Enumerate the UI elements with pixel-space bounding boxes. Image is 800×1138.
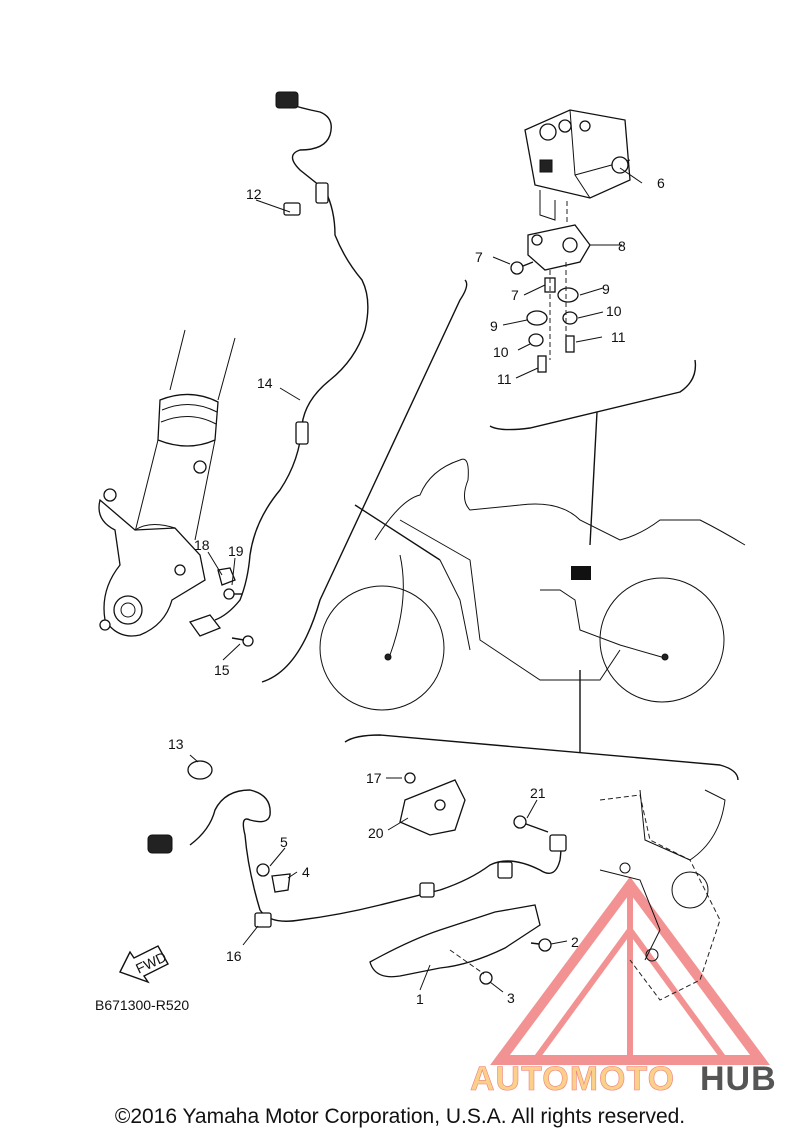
callout-3: 3 (507, 990, 515, 1006)
fwd-arrow-icon: FWD (119, 945, 169, 984)
callout-10a: 10 (493, 344, 509, 360)
callout-11a: 11 (497, 371, 512, 387)
front-fork-illustration (98, 329, 236, 637)
callout-15: 15 (214, 662, 230, 678)
callout-8: 8 (618, 238, 626, 254)
callout-2: 2 (571, 934, 579, 950)
callout-20: 20 (368, 825, 384, 841)
rear-fasteners (256, 815, 549, 893)
callout-6: 6 (657, 175, 665, 191)
callout-7b: 7 (511, 287, 519, 303)
front-sensor-parts (188, 567, 254, 647)
callout-17: 17 (366, 770, 382, 786)
divider-top-right (489, 359, 697, 431)
callout-9a: 9 (490, 318, 498, 334)
watermark-logo (490, 876, 770, 1065)
callout-12: 12 (246, 186, 262, 202)
callout-4: 4 (302, 864, 310, 880)
callout-9b: 9 (602, 281, 610, 297)
rear-brake-caliper-bracket (369, 904, 552, 985)
watermark-brand-part2: HUB (700, 1060, 777, 1098)
abs-bracket (527, 200, 591, 271)
abs-hydraulic-unit (524, 109, 631, 221)
copyright-notice: ©2016 Yamaha Motor Corporation, U.S.A. A… (114, 1105, 686, 1128)
leader-lines (189, 167, 643, 993)
callout-18: 18 (194, 537, 210, 553)
front-sensor-wire (214, 91, 369, 621)
callout-11b: 11 (611, 329, 626, 345)
divider-bottom (344, 734, 739, 781)
motorcycle-overview (319, 458, 746, 711)
watermark-brand-part1: AUTOMOTO (470, 1060, 675, 1098)
callout-7a: 7 (475, 249, 483, 265)
leader-to-front (354, 504, 441, 561)
callout-19: 19 (228, 543, 244, 559)
callout-13: 13 (168, 736, 184, 752)
callout-1: 1 (416, 991, 424, 1007)
rear-sensor-wire (147, 760, 567, 928)
callout-5: 5 (280, 834, 288, 850)
callout-21: 21 (530, 785, 546, 801)
leader-to-abs (589, 411, 598, 546)
rear-swingarm-illustration (599, 789, 726, 1001)
abs-fasteners (510, 261, 579, 373)
divider-left (261, 279, 468, 683)
callout-16: 16 (226, 948, 242, 964)
watermark-text: AUTOMOTO HUB (470, 1060, 777, 1099)
callout-10b: 10 (606, 303, 622, 319)
callout-14: 14 (257, 375, 273, 391)
drawing-code: B671300-R520 (95, 997, 189, 1013)
rear-bracket-20 (399, 772, 466, 836)
callout-labels: 12 14 18 19 15 6 8 7 7 9 9 10 10 11 11 1… (95, 175, 665, 1013)
